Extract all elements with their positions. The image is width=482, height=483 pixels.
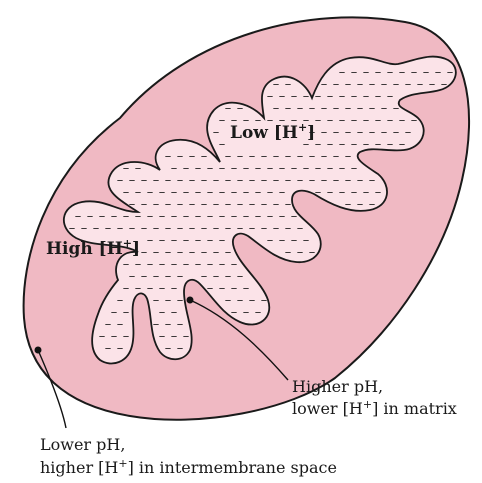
minus-charge: – [297,173,304,188]
minus-charge: – [105,341,112,356]
matrix-callout-line2: lower [H+] in matrix [292,398,457,418]
intermembrane-callout-line2: higher [H+] in intermembrane space [40,457,337,477]
minus-charge: – [387,137,394,152]
minus-charge: – [405,77,412,92]
minus-charge: – [243,305,250,320]
minus-charge: – [183,329,190,344]
minus-charge: – [183,257,190,272]
minus-charge: – [117,341,124,356]
minus-charge: – [177,341,184,356]
minus-charge: – [93,221,100,236]
minus-charge: – [81,221,88,236]
minus-charge: – [417,77,424,92]
minus-charge: – [219,113,226,128]
intermembrane-callout-line1: Lower pH, [40,435,125,454]
minus-charge: – [285,173,292,188]
minus-charge: – [375,185,382,200]
minus-charge: – [267,233,274,248]
minus-charge: – [447,65,454,80]
minus-charge: – [429,77,436,92]
minus-charge: – [129,221,136,236]
minus-charge: – [117,221,124,236]
matrix-callout-line1: Higher pH, [292,377,383,396]
minus-charge: – [393,77,400,92]
minus-charge: – [399,137,406,152]
minus-charge: – [297,245,304,260]
minus-charge: – [351,137,358,152]
minus-charge: – [249,221,256,236]
minus-charge: – [123,329,130,344]
minus-charge: – [327,185,334,200]
minus-charge: – [123,281,130,296]
minus-charge: – [177,269,184,284]
minus-charge: – [357,197,364,212]
minus-charge: – [165,341,172,356]
minus-charge: – [123,305,130,320]
minus-charge: – [285,245,292,260]
minus-charge: – [177,293,184,308]
minus-charge: – [105,221,112,236]
minus-charge: – [225,221,232,236]
minus-charge: – [405,125,412,140]
minus-charge: – [255,305,262,320]
